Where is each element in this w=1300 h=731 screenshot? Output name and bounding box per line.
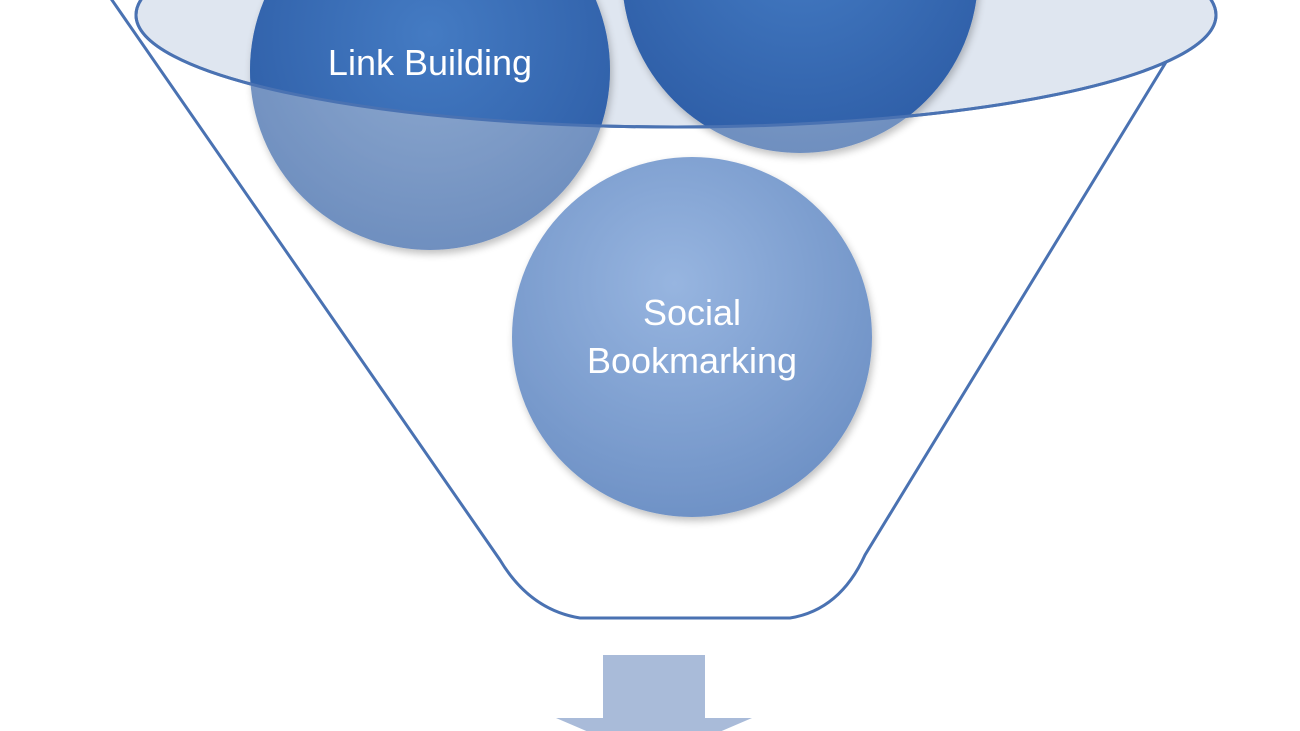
circle-social-bookmarking <box>512 157 872 517</box>
funnel-rim-edge <box>134 0 1218 129</box>
down-arrow-icon <box>556 655 752 731</box>
label-social-line-1: Social <box>643 292 741 333</box>
rim-overlap <box>250 0 978 127</box>
label-link-building: Link Building <box>328 42 532 83</box>
label-social-line-2: Bookmarking <box>587 340 797 381</box>
funnel-outline <box>110 0 1206 620</box>
